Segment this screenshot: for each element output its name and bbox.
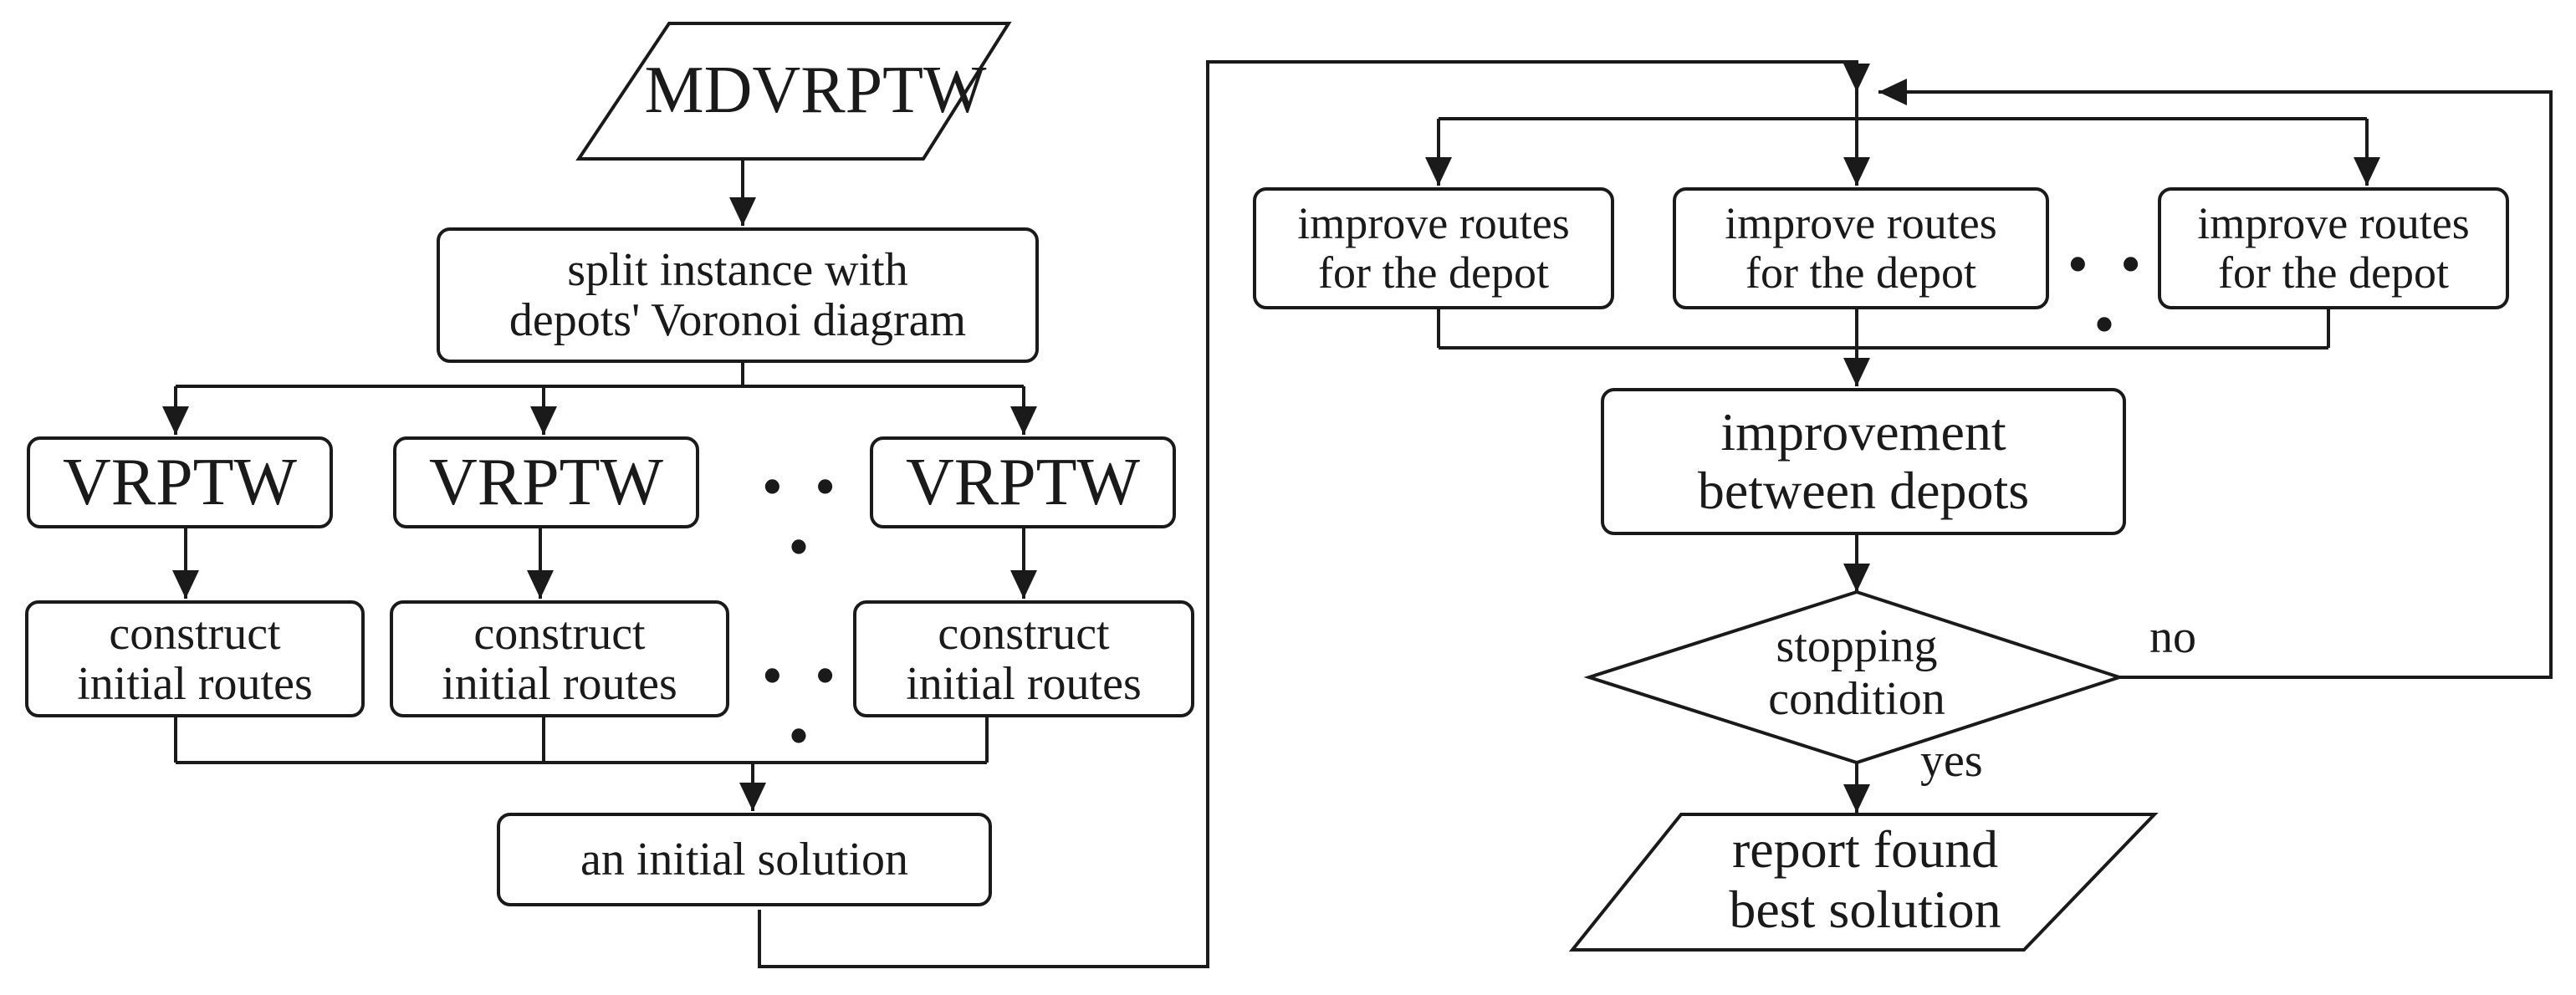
improve-routes-label-1: improve routes for the depot bbox=[1297, 197, 1570, 298]
initial-solution-node: an initial solution bbox=[497, 813, 992, 906]
split-instance-label: split instance with depots' Voronoi diag… bbox=[509, 243, 967, 346]
split-instance-node: split instance with depots' Voronoi diag… bbox=[437, 227, 1039, 363]
construct-routes-label-2: construct initial routes bbox=[442, 607, 677, 710]
no-label: no bbox=[2149, 611, 2196, 663]
construct-routes-label-3: construct initial routes bbox=[906, 607, 1142, 710]
construct-routes-label-1: construct initial routes bbox=[77, 607, 313, 710]
improve-routes-label-2: improve routes for the depot bbox=[1725, 197, 1997, 298]
ellipsis-construct: • • • bbox=[761, 642, 845, 769]
construct-routes-node-3: construct initial routes bbox=[853, 600, 1194, 717]
construct-routes-node-1: construct initial routes bbox=[25, 600, 365, 717]
improve-routes-node-2: improve routes for the depot bbox=[1673, 187, 2049, 309]
improve-routes-label-3: improve routes for the depot bbox=[2197, 197, 2470, 298]
improvement-between-depots-label: improvement between depots bbox=[1697, 401, 2030, 520]
start-shape bbox=[575, 22, 1012, 161]
end-label: report found best solution bbox=[1729, 819, 2001, 939]
vrptw-node-3: VRPTW bbox=[870, 436, 1176, 528]
stopping-condition-label: stopping condition bbox=[1768, 620, 1945, 725]
vrptw-label-3: VRPTW bbox=[906, 446, 1140, 519]
start-label: MDVRPTW bbox=[644, 54, 987, 127]
ellipsis-vrptw: • • • bbox=[761, 453, 845, 580]
improve-routes-node-3: improve routes for the depot bbox=[2158, 187, 2509, 309]
vrptw-node-1: VRPTW bbox=[27, 436, 333, 528]
vrptw-label-1: VRPTW bbox=[63, 446, 297, 519]
end-shape bbox=[1568, 813, 2159, 952]
yes-label: yes bbox=[1920, 735, 1983, 787]
vrptw-node-2: VRPTW bbox=[393, 436, 699, 528]
construct-routes-node-2: construct initial routes bbox=[390, 600, 729, 717]
initial-solution-label: an initial solution bbox=[580, 833, 908, 885]
ellipsis-improve: • • • bbox=[2067, 231, 2150, 358]
vrptw-label-2: VRPTW bbox=[429, 446, 663, 519]
improvement-between-depots-node: improvement between depots bbox=[1601, 388, 2126, 535]
improve-routes-node-1: improve routes for the depot bbox=[1253, 187, 1614, 309]
